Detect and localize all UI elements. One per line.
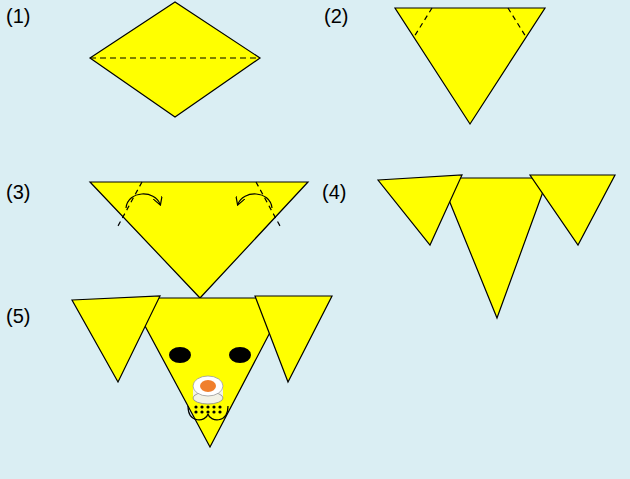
dog-ear (378, 175, 462, 245)
step-number: (3) (6, 182, 30, 202)
folded-triangle (395, 8, 545, 124)
dog-ear (72, 296, 160, 382)
fold-arrow (126, 194, 160, 208)
step-number: (5) (6, 306, 30, 326)
fold-line (90, 57, 260, 58)
dog-eye (229, 347, 251, 363)
step-number: (1) (6, 6, 30, 26)
dog-ear (255, 296, 332, 382)
dog-nose (193, 376, 223, 404)
square-paper (90, 2, 260, 117)
step-number: (2) (324, 6, 348, 26)
dog-eye (169, 347, 191, 363)
step-number: (4) (322, 182, 346, 202)
dog-mouth (188, 406, 228, 420)
dog-whisker-dots (194, 405, 221, 413)
dog-ear (530, 175, 615, 245)
fold-arrow (238, 194, 272, 208)
dog-head (440, 178, 548, 318)
fold-line (118, 182, 142, 226)
fold-line (508, 8, 526, 37)
folded-triangle (90, 182, 308, 298)
fold-line (256, 182, 280, 226)
fold-line (414, 8, 432, 37)
